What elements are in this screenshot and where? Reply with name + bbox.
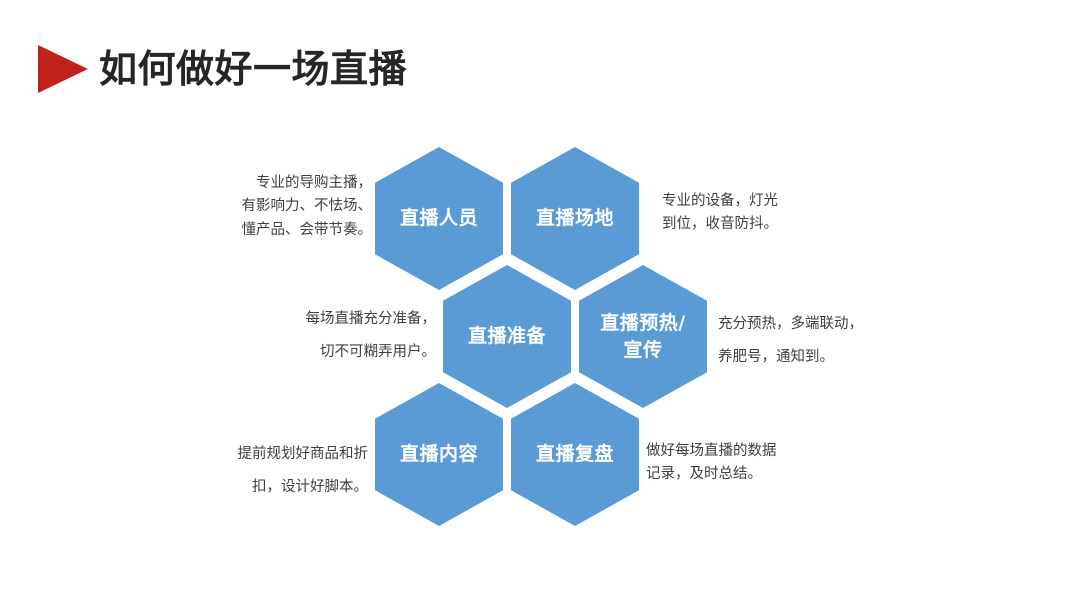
page-title: 如何做好一场直播 — [38, 38, 407, 100]
caption-live-prep: 每场直播充分准备， 切不可糊弄用户。 — [305, 311, 437, 360]
hex-cell-live-venue[interactable]: 直播场地 — [511, 147, 639, 290]
hex-label: 直播场地 — [535, 207, 614, 230]
caption-live-review: 做好每场直播的数据 记录，及时总结。 — [646, 443, 777, 483]
caption-live-promo: 充分预热，多端联动， 养肥号，通知到。 — [718, 316, 863, 365]
hex-cell-live-prep[interactable]: 直播准备 — [443, 265, 571, 408]
hex-label: 直播准备 — [467, 325, 546, 348]
hex-cell-live-content[interactable]: 直播内容 — [375, 383, 503, 526]
hex-cell-live-review[interactable]: 直播复盘 — [511, 383, 639, 526]
hex-label: 直播预热/宣传 — [600, 312, 686, 361]
red-play-triangle-icon — [38, 45, 88, 93]
hex-label: 直播内容 — [399, 443, 478, 466]
hex-cell-live-promo[interactable]: 直播预热/宣传 — [579, 265, 707, 408]
hex-label: 直播复盘 — [535, 443, 614, 466]
hex-cell-live-staff[interactable]: 直播人员 — [375, 147, 503, 290]
caption-live-content: 提前规划好商品和折 扣，设计好脚本。 — [237, 446, 369, 495]
page-title-text: 如何做好一场直播 — [99, 47, 408, 91]
hex-label: 直播人员 — [399, 207, 478, 230]
caption-live-venue: 专业的设备，灯光 到位，收音防抖。 — [662, 193, 778, 233]
caption-live-staff: 专业的导购主播， 有影响力、不怯场、 懂产品、会带节奏。 — [241, 175, 373, 238]
